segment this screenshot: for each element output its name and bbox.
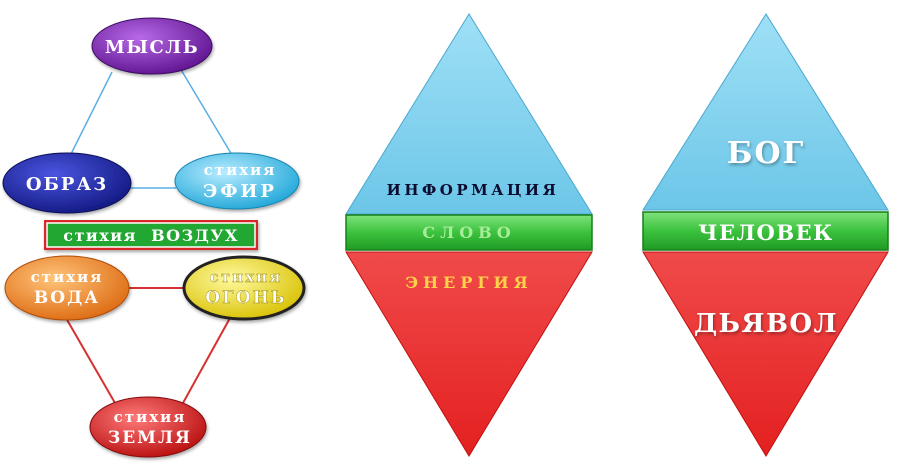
node-water-label-top: стихия [31,268,104,286]
middle-diamond-top [345,13,593,215]
node-ether: стихия ЭФИР [174,152,300,210]
middle-band-label: СЛОВО [422,223,515,242]
elements-diagram: МЫСЛЬ ОБРАЗ стихия ЭФИР стихия ВОЗДУХ ст… [2,17,306,458]
node-fire-label-bottom: ОГОНЬ [205,288,286,308]
link-thought-ether [179,67,233,156]
node-water: стихия ВОДА [4,255,130,321]
middle-bottom-label: ЭНЕРГИЯ [405,273,532,292]
node-air: стихия ВОЗДУХ [44,220,258,250]
node-thought: МЫСЛЬ [91,17,213,75]
middle-top-label: ИНФОРМАЦИЯ [387,181,560,199]
node-air-label: стихия ВОЗДУХ [63,226,239,245]
middle-diamond: ИНФОРМАЦИЯ СЛОВО ЭНЕРГИЯ [345,13,593,457]
node-earth-label-top: стихия [114,408,187,426]
node-ether-label-bottom: ЭФИР [203,181,277,202]
right-band-label: ЧЕЛОВЕК [698,220,833,245]
node-earth-label-bottom: ЗЕМЛЯ [108,428,192,448]
right-diamond-band [642,211,889,251]
node-thought-label: МЫСЛЬ [105,37,199,58]
link-thought-image [69,71,113,157]
right-bottom-label: ДЬЯВОЛ [694,309,838,339]
right-diamond: БОГ ЧЕЛОВЕК ДЬЯВОЛ [642,13,889,457]
node-water-label-bottom: ВОДА [34,288,100,308]
node-image-label: ОБРАЗ [26,174,108,195]
middle-diamond-bottom [345,251,593,457]
right-top-label: БОГ [727,136,805,171]
link-fire-earth [182,317,231,404]
link-water-earth [65,317,116,404]
middle-diamond-band [345,214,593,251]
right-diamond-bottom [642,251,889,457]
node-earth: стихия ЗЕМЛЯ [89,396,207,458]
node-fire: стихия ОГОНЬ [182,255,306,321]
node-ether-label-top: стихия [204,161,277,179]
right-diamond-top [642,13,889,211]
node-image: ОБРАЗ [2,152,132,214]
node-fire-label-top: стихия [210,268,283,286]
